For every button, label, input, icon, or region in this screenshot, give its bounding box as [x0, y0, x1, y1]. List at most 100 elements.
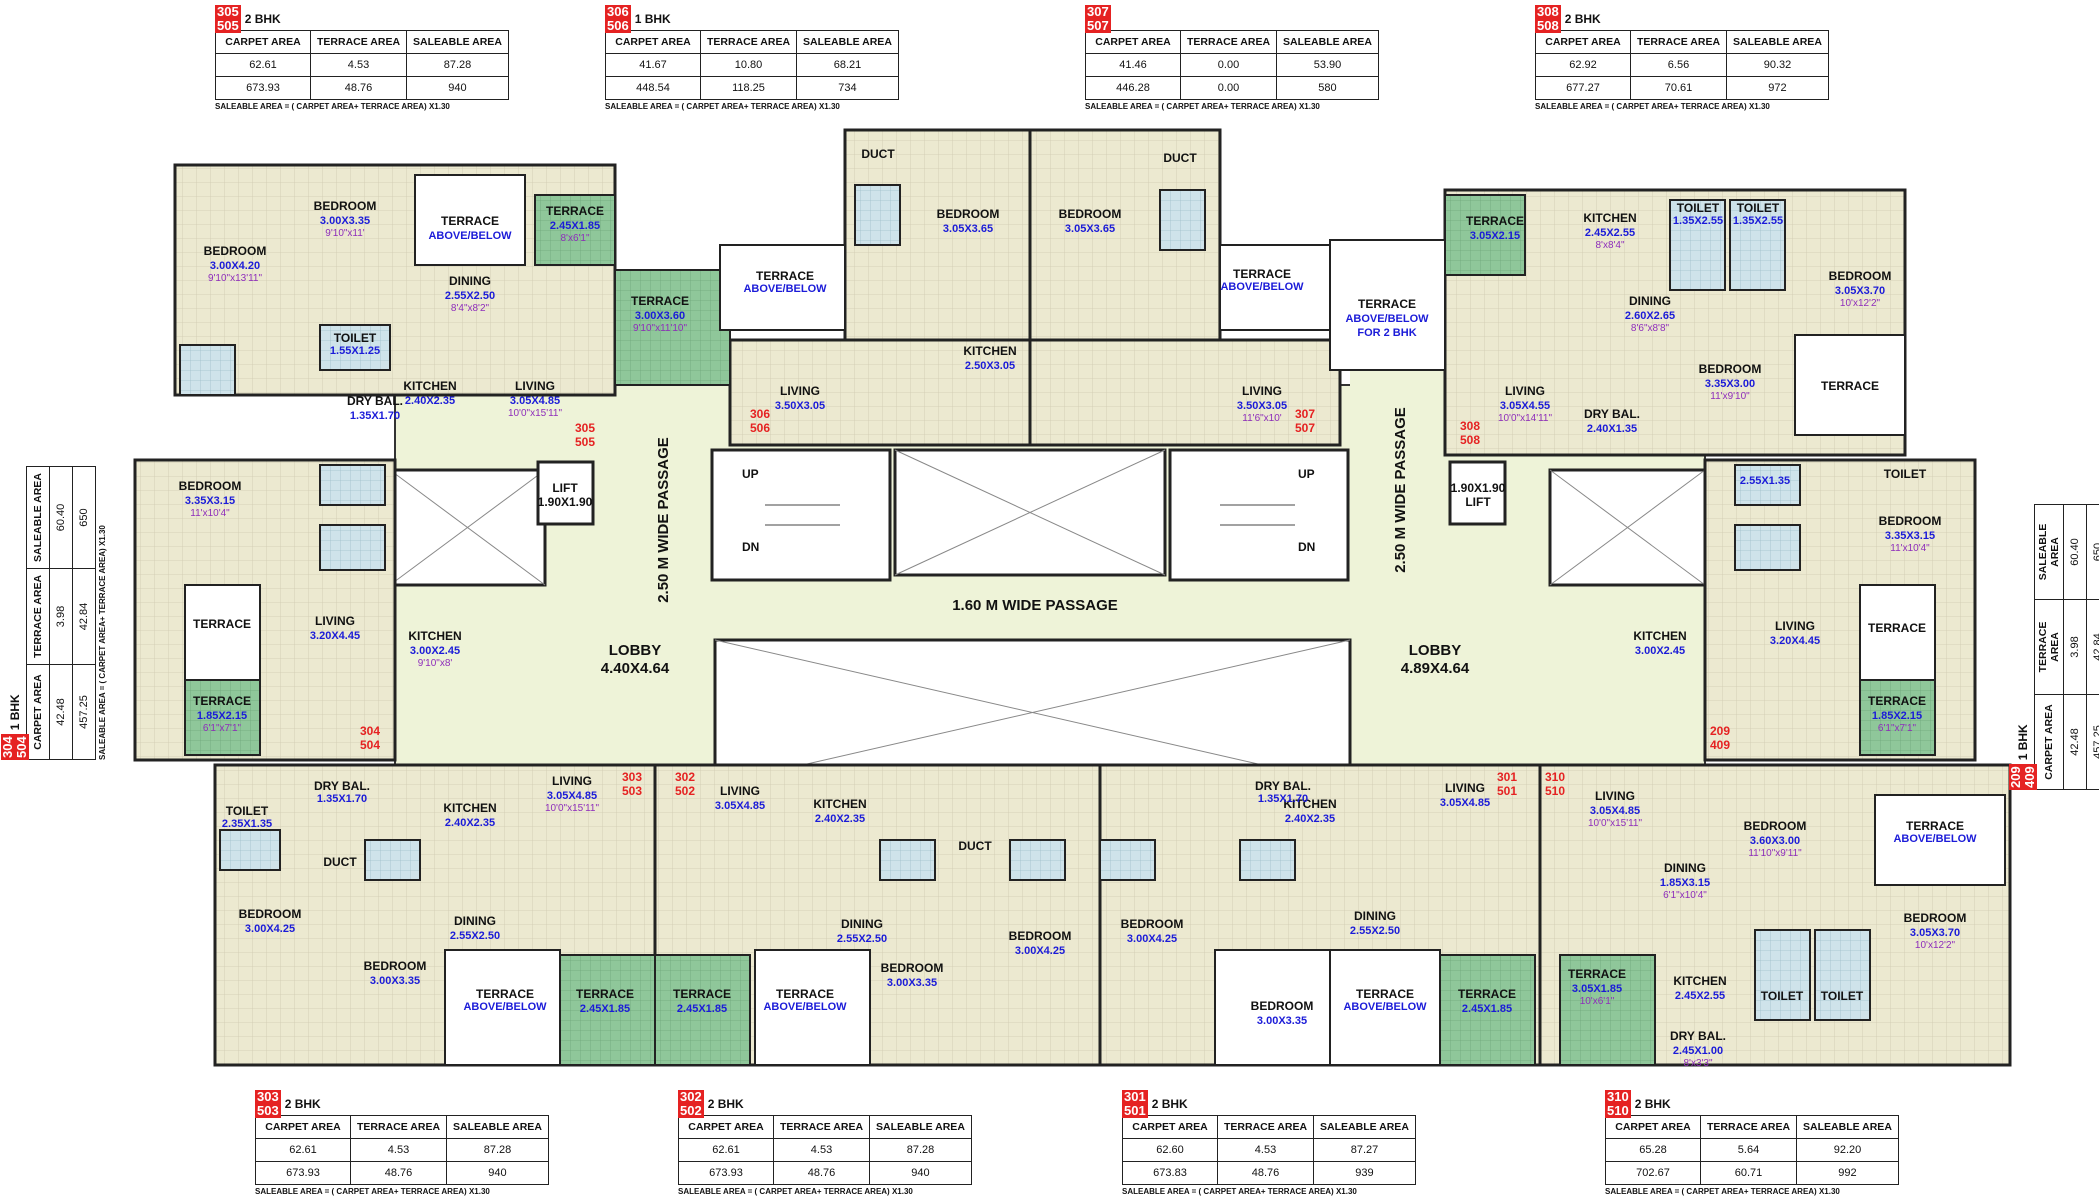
- saleable-note: SALEABLE AREA = ( CARPET AREA+ TERRACE A…: [215, 102, 450, 111]
- svg-text:11'x10'4": 11'x10'4": [190, 508, 230, 519]
- svg-text:1.90X1.90: 1.90X1.90: [1451, 481, 1506, 495]
- svg-text:4.89X4.64: 4.89X4.64: [1401, 660, 1470, 677]
- svg-text:LIVING: LIVING: [552, 774, 592, 788]
- terrace-2bhk: TERRACE: [1358, 297, 1416, 311]
- svg-text:3.35X3.15: 3.35X3.15: [1885, 530, 1935, 542]
- svg-text:TERRACE: TERRACE: [476, 987, 534, 1001]
- svg-text:FOR 2 BHK: FOR 2 BHK: [1357, 327, 1416, 339]
- svg-text:2.60X2.65: 2.60X2.65: [1625, 310, 1675, 322]
- svg-text:LIVING: LIVING: [720, 784, 760, 798]
- svg-text:DRY BAL.: DRY BAL.: [314, 779, 370, 793]
- svg-text:2.55X2.50: 2.55X2.50: [450, 930, 500, 942]
- svg-text:2.55X2.50: 2.55X2.50: [837, 933, 887, 945]
- svg-text:4.40X4.64: 4.40X4.64: [601, 660, 670, 677]
- svg-text:11'6"x10': 11'6"x10': [1242, 413, 1282, 424]
- svg-text:2.45X1.85: 2.45X1.85: [580, 1003, 630, 1015]
- svg-text:8'6"x8'8": 8'6"x8'8": [1631, 323, 1670, 334]
- svg-text:DN: DN: [742, 540, 759, 554]
- svg-text:ABOVE/BELOW: ABOVE/BELOW: [463, 1001, 547, 1013]
- svg-text:BEDROOM: BEDROOM: [881, 961, 944, 975]
- svg-text:KITCHEN: KITCHEN: [963, 344, 1016, 358]
- svg-text:503: 503: [622, 784, 642, 798]
- svg-text:3.00X2.45: 3.00X2.45: [410, 645, 460, 657]
- svg-text:ABOVE/BELOW: ABOVE/BELOW: [1345, 313, 1429, 325]
- svg-text:2.55X1.35: 2.55X1.35: [1740, 475, 1790, 487]
- svg-text:TOILET: TOILET: [226, 804, 269, 818]
- svg-text:3.00X3.35: 3.00X3.35: [320, 215, 370, 227]
- svg-text:504: 504: [360, 738, 380, 752]
- svg-text:2.40X2.35: 2.40X2.35: [815, 813, 865, 825]
- svg-text:2.40X2.35: 2.40X2.35: [1285, 813, 1335, 825]
- svg-text:2.55X2.50: 2.55X2.50: [1350, 925, 1400, 937]
- svg-text:DRY BAL.: DRY BAL.: [347, 394, 403, 408]
- svg-text:1.85X3.15: 1.85X3.15: [1660, 877, 1710, 889]
- svg-text:TERRACE: TERRACE: [1233, 267, 1291, 281]
- svg-text:TERRACE: TERRACE: [1356, 987, 1414, 1001]
- svg-text:DINING: DINING: [449, 274, 491, 288]
- room-name: BEDROOM: [314, 199, 377, 213]
- svg-text:3.35X3.15: 3.35X3.15: [185, 495, 235, 507]
- svg-text:DRY BAL.: DRY BAL.: [1670, 1029, 1726, 1043]
- svg-text:KITCHEN: KITCHEN: [1283, 797, 1336, 811]
- svg-text:1.35X2.55: 1.35X2.55: [1733, 215, 1783, 227]
- svg-text:TOILET: TOILET: [1884, 467, 1927, 481]
- svg-text:TERRACE: TERRACE: [756, 269, 814, 283]
- svg-text:DUCT: DUCT: [958, 839, 992, 853]
- svg-text:BEDROOM: BEDROOM: [1699, 362, 1762, 376]
- svg-text:BEDROOM: BEDROOM: [179, 479, 242, 493]
- passage-label-v1: 2.50 M WIDE PASSAGE: [655, 437, 672, 603]
- svg-text:DINING: DINING: [1629, 294, 1671, 308]
- svg-text:TERRACE: TERRACE: [1906, 819, 1964, 833]
- svg-text:DRY BAL.: DRY BAL.: [1255, 779, 1311, 793]
- unit-marker: 305: [575, 421, 595, 435]
- svg-text:3.05X3.65: 3.05X3.65: [1065, 223, 1115, 235]
- svg-text:2.45X1.85: 2.45X1.85: [1462, 1003, 1512, 1015]
- svg-text:10'0"x15'11": 10'0"x15'11": [508, 408, 563, 419]
- svg-text:KITCHEN: KITCHEN: [1673, 974, 1726, 988]
- svg-text:DINING: DINING: [454, 914, 496, 928]
- svg-text:ABOVE/BELOW: ABOVE/BELOW: [743, 283, 827, 295]
- svg-text:3.05X4.85: 3.05X4.85: [547, 790, 597, 802]
- svg-text:6'1"x10'4": 6'1"x10'4": [1663, 890, 1707, 901]
- unit-304: [133, 458, 397, 762]
- svg-text:3.05X2.15: 3.05X2.15: [1470, 230, 1520, 242]
- svg-text:2.50X3.05: 2.50X3.05: [965, 360, 1015, 372]
- svg-text:209: 209: [1710, 724, 1730, 738]
- svg-text:TERRACE: TERRACE: [631, 294, 689, 308]
- lift-right: [1448, 460, 1507, 526]
- svg-text:KITCHEN: KITCHEN: [1633, 629, 1686, 643]
- svg-text:BEDROOM: BEDROOM: [1009, 929, 1072, 943]
- svg-text:3.05X1.85: 3.05X1.85: [1572, 983, 1622, 995]
- svg-text:DINING: DINING: [1354, 909, 1396, 923]
- svg-text:KITCHEN: KITCHEN: [408, 629, 461, 643]
- svg-text:UP: UP: [1298, 467, 1315, 481]
- terrace-green: [534, 194, 616, 266]
- svg-text:LIVING: LIVING: [1775, 619, 1815, 633]
- svg-text:TOILET: TOILET: [334, 331, 377, 345]
- svg-text:3.00X4.25: 3.00X4.25: [1015, 945, 1065, 957]
- svg-text:2.55X2.50: 2.55X2.50: [445, 290, 495, 302]
- svg-text:LIVING: LIVING: [515, 379, 555, 393]
- svg-text:10'0"x14'11": 10'0"x14'11": [1498, 413, 1553, 424]
- svg-text:DN: DN: [1298, 540, 1315, 554]
- svg-text:409: 409: [1710, 738, 1730, 752]
- svg-text:3.05X4.85: 3.05X4.85: [1440, 797, 1490, 809]
- svg-text:8'4"x8'2": 8'4"x8'2": [451, 303, 490, 314]
- svg-text:3.00X3.60: 3.00X3.60: [635, 310, 685, 322]
- svg-text:BEDROOM: BEDROOM: [1059, 207, 1122, 221]
- svg-text:1.85X2.15: 1.85X2.15: [197, 710, 247, 722]
- svg-text:308: 308: [1460, 419, 1480, 433]
- passage-label: 1.60 M WIDE PASSAGE: [952, 597, 1118, 614]
- lobby-label-right: LOBBY: [1409, 642, 1462, 659]
- stair-up-label: UP: [742, 467, 759, 481]
- stair-right: [1168, 448, 1350, 582]
- svg-text:506: 506: [750, 421, 770, 435]
- svg-text:TERRACE: TERRACE: [1868, 694, 1926, 708]
- svg-text:KITCHEN: KITCHEN: [813, 797, 866, 811]
- svg-text:2.45X1.85: 2.45X1.85: [550, 220, 600, 232]
- svg-text:BEDROOM: BEDROOM: [1904, 911, 1967, 925]
